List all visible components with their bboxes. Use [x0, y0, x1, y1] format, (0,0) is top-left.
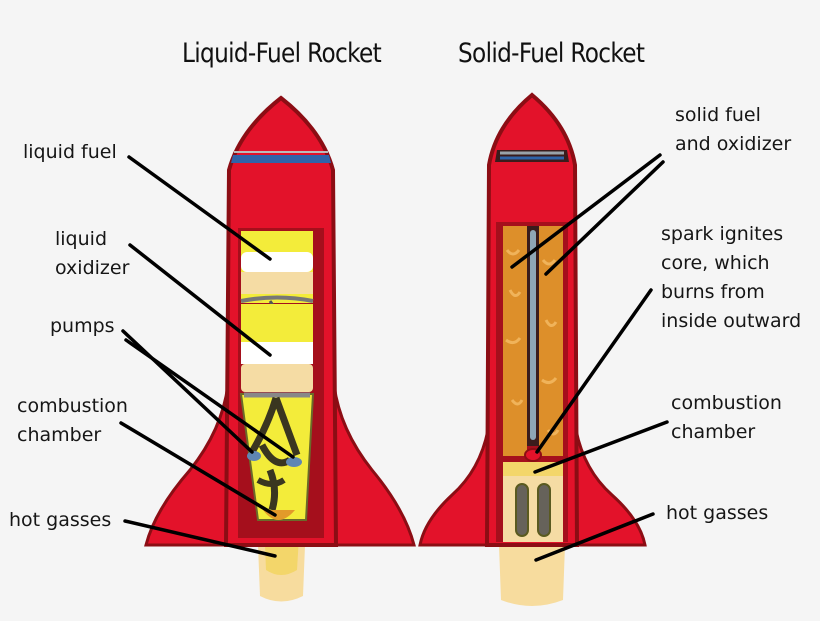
label-spark-line2: core, which	[661, 252, 770, 274]
solid-fuel-rocket	[418, 92, 647, 606]
label-pumps: pumps	[50, 315, 115, 337]
leader-lines	[119, 153, 669, 562]
solid-exhaust-plume	[499, 545, 565, 606]
label-solid-combustion-line1: combustion	[671, 392, 782, 414]
label-spark-line1: spark ignites	[661, 223, 784, 245]
liquid-oxidizer-tank	[241, 342, 313, 364]
liquid-pump-right	[286, 457, 302, 467]
liquid-nose-band	[231, 155, 331, 163]
label-liquid-fuel: liquid fuel	[23, 141, 117, 163]
label-liquid-hot-gasses: hot gasses	[9, 509, 112, 531]
label-liquid-oxidizer-line2: oxidizer	[55, 257, 130, 279]
label-liquid-combustion-line2: chamber	[17, 424, 102, 446]
label-solid-combustion-line2: chamber	[671, 421, 756, 443]
solid-fuel-title: Solid-Fuel Rocket	[458, 38, 645, 69]
liquid-right-fin	[314, 384, 416, 547]
solid-nozzle-slot-right	[537, 483, 551, 537]
label-spark-line3: burns from	[661, 281, 765, 303]
label-liquid-oxidizer-line1: liquid	[55, 228, 107, 250]
liquid-fuel-rocket	[144, 95, 416, 602]
liquid-pump-left	[247, 451, 261, 461]
label-spark-line4: inside outward	[661, 310, 802, 332]
liquid-fuel-title: Liquid-Fuel Rocket	[182, 38, 382, 69]
label-solid-fuel-line1: solid fuel	[675, 104, 761, 126]
solid-left-fin	[418, 429, 498, 547]
label-solid-hot-gasses: hot gasses	[666, 502, 769, 524]
label-solid-fuel-line2: and oxidizer	[675, 133, 792, 155]
label-liquid-combustion-line1: combustion	[17, 395, 128, 417]
solid-right-fin	[566, 429, 647, 547]
solid-nozzle-slot-left	[515, 483, 529, 537]
